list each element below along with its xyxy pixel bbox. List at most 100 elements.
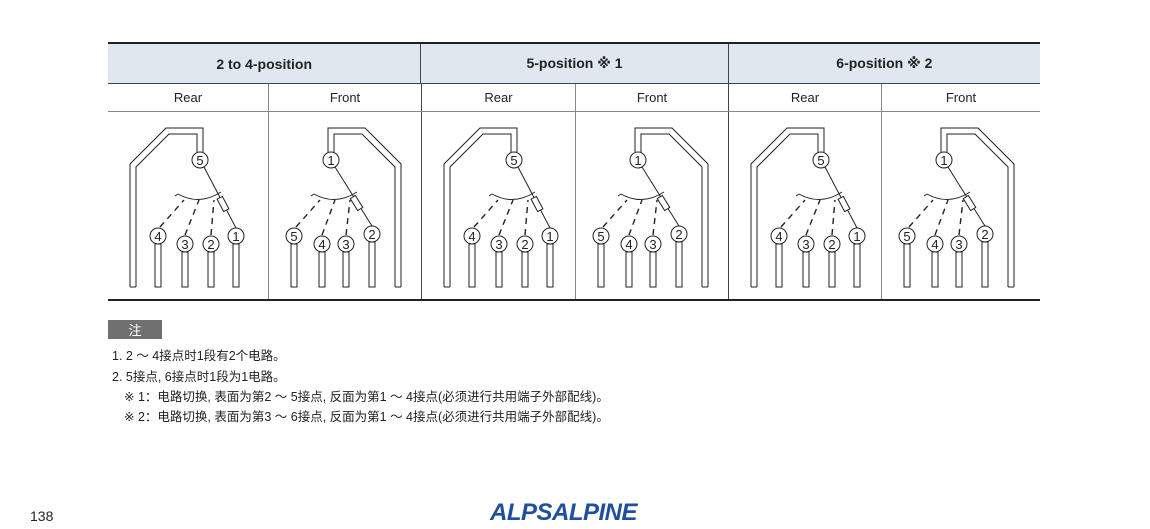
terminal-label: 1 bbox=[327, 153, 334, 168]
note-line: 1. 2 ～ 4接点时1段有2个电路。 bbox=[112, 349, 286, 363]
terminal-label: 4 bbox=[318, 237, 325, 252]
terminal-pin bbox=[802, 251, 810, 288]
page-number: 138 bbox=[30, 508, 54, 524]
note-line: 2. 5接点, 6接点时1段为1电路。 bbox=[112, 370, 286, 384]
contact-arrow bbox=[159, 199, 185, 228]
contact-arrow bbox=[295, 199, 321, 228]
terminal-label: 5 bbox=[290, 229, 297, 244]
terminal-circle bbox=[202, 235, 220, 253]
contact-arrow bbox=[345, 199, 351, 236]
terminal-circle bbox=[592, 227, 610, 245]
terminal-pin bbox=[955, 251, 963, 288]
terminal-circle bbox=[620, 235, 638, 253]
resistor bbox=[216, 195, 230, 213]
terminal-label: 3 bbox=[342, 237, 349, 252]
terminal-label: 2 bbox=[368, 227, 375, 242]
terminal-label: 3 bbox=[955, 237, 962, 252]
terminal-label: 5 bbox=[510, 153, 517, 168]
common-terminal bbox=[191, 151, 209, 169]
terminal-circle bbox=[770, 227, 788, 245]
terminal-pin bbox=[342, 251, 350, 288]
resistor bbox=[837, 195, 851, 213]
note-line: ※ 2：电路切换, 表面为第3 ～ 6接点, 反面为第1 ～ 4接点(必须进行共… bbox=[124, 410, 609, 424]
terminal-label: 4 bbox=[154, 229, 161, 244]
header-2-to-4-position: 2 to 4-position bbox=[216, 55, 312, 72]
subheader-rear: Rear bbox=[728, 84, 881, 111]
rotor-arc bbox=[177, 191, 222, 200]
contact-arrow bbox=[628, 199, 643, 236]
terminal-pin bbox=[154, 243, 162, 288]
rotor-arc bbox=[491, 191, 536, 200]
diagram-cell: 5 4 3 2 1 bbox=[108, 112, 268, 299]
notes-tag: 注 bbox=[108, 320, 162, 339]
terminal-circle bbox=[490, 235, 508, 253]
terminal-label: 2 bbox=[521, 237, 528, 252]
header-5-position: 5-position ※ 1 bbox=[420, 44, 727, 83]
terminal-circle bbox=[176, 235, 194, 253]
terminal-label: 2 bbox=[675, 227, 682, 242]
common-terminal bbox=[629, 151, 647, 169]
terminal-label: 3 bbox=[802, 237, 809, 252]
terminal-frame bbox=[750, 127, 825, 287]
terminal-label: 5 bbox=[597, 229, 604, 244]
terminal-label: 5 bbox=[817, 153, 824, 168]
terminal-pin bbox=[853, 243, 861, 288]
terminal-frame bbox=[443, 127, 518, 287]
terminal-label: 2 bbox=[828, 237, 835, 252]
terminal-pin bbox=[368, 241, 376, 288]
diagram-cell: 1 5 4 3 2 bbox=[268, 112, 421, 299]
terminal-label: 1 bbox=[232, 229, 239, 244]
switch-diagram: 5 4 3 2 1 bbox=[129, 127, 245, 288]
terminal-label: 1 bbox=[634, 153, 641, 168]
terminal-pin bbox=[775, 243, 783, 288]
terminal-pin bbox=[495, 251, 503, 288]
resistor bbox=[349, 194, 364, 212]
contact-arrow bbox=[184, 199, 200, 236]
contact-arrow bbox=[831, 199, 836, 236]
terminal-label: 4 bbox=[775, 229, 782, 244]
terminal-circle bbox=[463, 227, 481, 245]
terminal-circle bbox=[848, 227, 866, 245]
terminal-circle bbox=[516, 235, 534, 253]
terminal-label: 3 bbox=[181, 237, 188, 252]
terminal-circle bbox=[950, 235, 968, 253]
terminal-circle bbox=[313, 235, 331, 253]
terminal-label: 2 bbox=[207, 237, 214, 252]
terminal-frame bbox=[634, 127, 709, 287]
note-line: ※ 1：电路切换, 表面为第2 ～ 5接点, 反面为第1 ～ 4接点(必须进行共… bbox=[124, 390, 609, 404]
contact-arrow bbox=[210, 199, 215, 236]
terminal-label: 4 bbox=[931, 237, 938, 252]
terminal-label: 5 bbox=[903, 229, 910, 244]
alpsalpine-logo: ALPSALPINE bbox=[490, 499, 638, 526]
terminal-circle bbox=[227, 227, 245, 245]
resistor bbox=[962, 194, 977, 212]
terminal-pin bbox=[521, 251, 529, 288]
terminal-pin bbox=[318, 251, 326, 288]
subheader-rear: Rear bbox=[173, 90, 203, 105]
rotor-arc bbox=[926, 191, 971, 200]
diagram-cell: 5 4 3 2 1 bbox=[728, 112, 881, 299]
terminal-frame bbox=[940, 127, 1015, 287]
view-header-row: Rear Front Rear Front Rear Front bbox=[108, 84, 1040, 112]
terminal-label: 1 bbox=[940, 153, 947, 168]
contact-arrow bbox=[524, 199, 529, 236]
rotor-arc bbox=[798, 191, 843, 200]
terminal-label: 3 bbox=[649, 237, 656, 252]
contact-arrow bbox=[805, 199, 821, 236]
terminal-pin bbox=[981, 241, 989, 288]
terminal-label: 1 bbox=[853, 229, 860, 244]
contact-arrow bbox=[473, 199, 499, 228]
contact-arrow bbox=[652, 199, 658, 236]
contact-arrow bbox=[934, 199, 949, 236]
terminal-label: 5 bbox=[196, 153, 203, 168]
terminal-pin bbox=[675, 241, 683, 288]
terminal-pin bbox=[546, 243, 554, 288]
terminal-circle bbox=[898, 227, 916, 245]
common-terminal bbox=[505, 151, 523, 169]
contact-arrow bbox=[602, 199, 628, 228]
terminal-pin bbox=[828, 251, 836, 288]
